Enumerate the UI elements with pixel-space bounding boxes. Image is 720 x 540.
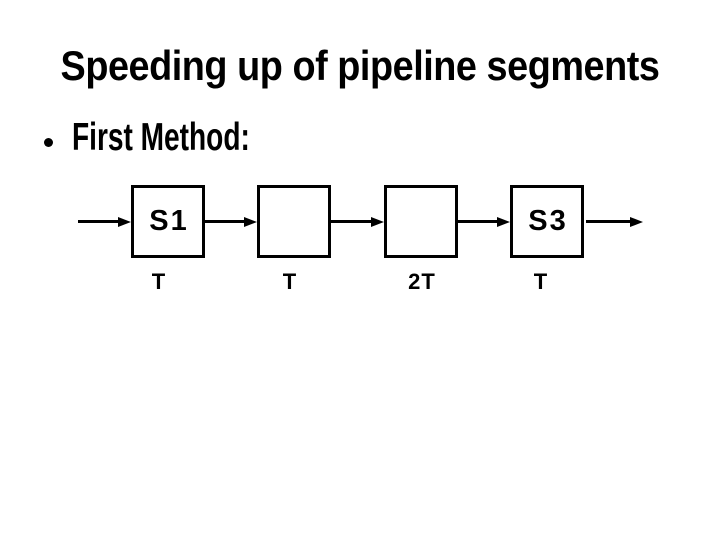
input-arrow: [78, 216, 131, 227]
time-label-stage-4: T: [533, 269, 549, 294]
pipeline-stage-3: [384, 185, 458, 258]
time-label-stage-3: 2T: [408, 269, 436, 294]
arrow-connector-2-3: [331, 216, 384, 227]
arrow-head-icon: [244, 216, 257, 227]
pipeline-stage-s1: S1: [131, 185, 205, 258]
arrow-head-icon: [630, 216, 643, 227]
arrow-head-icon: [371, 216, 384, 227]
arrow-shaft: [331, 220, 372, 223]
arrow-shaft: [458, 220, 498, 223]
pipeline-stage-2: [257, 185, 331, 258]
time-label-stage-2: T: [282, 269, 298, 294]
arrow-connector-1-2: [205, 216, 257, 227]
time-label-stage-1: T: [151, 269, 167, 294]
stage-label: S1: [149, 205, 189, 237]
arrow-shaft: [205, 220, 245, 223]
stage-label: S3: [528, 205, 568, 237]
arrow-shaft: [586, 220, 631, 223]
output-arrow: [586, 216, 643, 227]
pipeline-stage-s3: S3: [510, 185, 584, 258]
arrow-shaft: [78, 220, 119, 223]
arrow-connector-3-4: [458, 216, 510, 227]
bullet-first-method: First Method:: [72, 116, 250, 159]
slide-title: Speeding up of pipeline segments: [60, 42, 660, 89]
arrow-head-icon: [118, 216, 131, 227]
arrow-head-icon: [497, 216, 510, 227]
bullet-dot-icon: [44, 138, 53, 147]
